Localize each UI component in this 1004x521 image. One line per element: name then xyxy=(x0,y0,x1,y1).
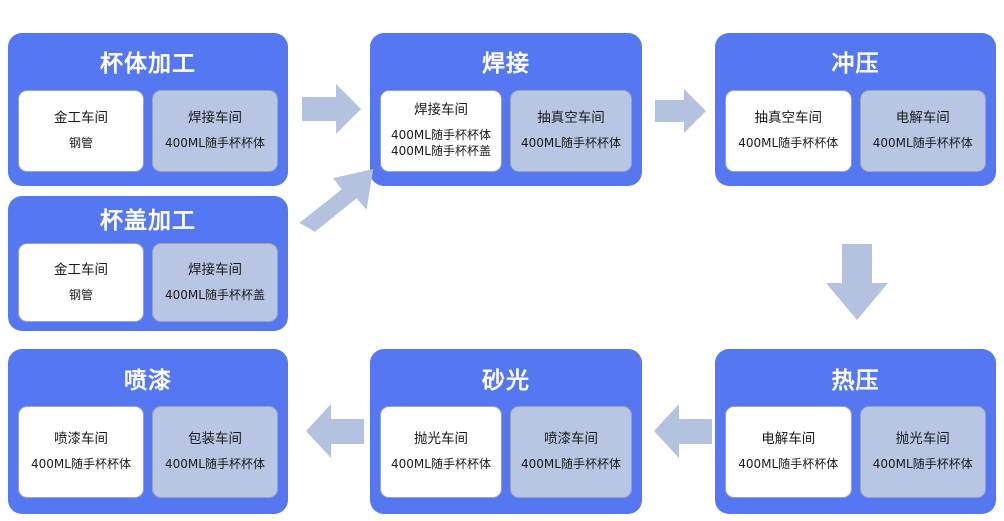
workshop-box[interactable]: 电解车间 400ML随手杯杯体 xyxy=(859,90,986,172)
workshop-item: 400ML随手杯杯体 xyxy=(31,457,131,472)
connector-arrow-up-right xyxy=(296,168,380,244)
workshop-box-list: 喷漆车间 400ML随手杯杯体 包装车间 400ML随手杯杯体 xyxy=(18,406,278,498)
workshop-box-list: 金工车间 钢管 焊接车间 400ML随手杯杯体 xyxy=(18,90,278,172)
workshop-box[interactable]: 抛光车间 400ML随手杯杯体 xyxy=(859,406,986,498)
stage-card-spray-painting[interactable]: 喷漆 喷漆车间 400ML随手杯杯体 包装车间 400ML随手杯杯体 xyxy=(8,349,288,514)
workshop-box[interactable]: 焊接车间 400ML随手杯杯盖 xyxy=(152,243,278,322)
stage-title: 杯盖加工 xyxy=(100,208,196,234)
workshop-item: 400ML随手杯杯盖 xyxy=(391,143,491,158)
workshop-item: 钢管 xyxy=(68,287,93,302)
arrow-right-icon xyxy=(302,84,361,134)
workshop-name: 抛光车间 xyxy=(895,431,950,448)
workshop-item: 400ML随手杯杯体 xyxy=(738,136,839,151)
connector-arrow-down xyxy=(825,244,889,322)
stage-title: 热压 xyxy=(831,368,880,394)
workshop-box[interactable]: 金工车间 钢管 xyxy=(18,243,144,322)
workshop-item: 400ML随手杯杯体 xyxy=(165,457,265,472)
workshop-items: 400ML随手杯杯体 xyxy=(165,457,265,473)
workshop-item: 400ML随手杯杯体 xyxy=(391,128,491,143)
workshop-items: 400ML随手杯杯体 xyxy=(738,457,838,473)
workshop-name: 金工车间 xyxy=(54,110,108,127)
stage-card-stamping[interactable]: 冲压 抽真空车间 400ML随手杯杯体 电解车间 400ML随手杯杯体 xyxy=(715,33,996,186)
workshop-name: 焊接车间 xyxy=(414,102,468,119)
workshop-box[interactable]: 抛光车间 400ML随手杯杯体 xyxy=(380,406,502,498)
workshop-items: 400ML随手杯杯体 xyxy=(873,136,973,152)
stage-title: 冲压 xyxy=(831,51,880,77)
workshop-name: 焊接车间 xyxy=(188,110,242,127)
workshop-box[interactable]: 电解车间 400ML随手杯杯体 xyxy=(725,406,852,498)
workshop-name: 金工车间 xyxy=(54,261,108,278)
workshop-items: 400ML随手杯杯体 xyxy=(738,136,838,152)
arrow-left-icon xyxy=(654,404,712,458)
workshop-name: 包装车间 xyxy=(188,431,242,448)
workshop-name: 电解车间 xyxy=(761,431,816,448)
arrow-left-icon xyxy=(306,404,364,458)
workshop-items: 400ML随手杯杯体 xyxy=(391,457,491,473)
workshop-items: 400ML随手杯杯体 xyxy=(31,457,131,473)
workshop-items: 400ML随手杯杯盖 xyxy=(165,288,265,304)
arrow-up-right-icon xyxy=(299,169,374,232)
workshop-box-list: 抛光车间 400ML随手杯杯体 喷漆车间 400ML随手杯杯体 xyxy=(380,406,632,498)
workshop-box[interactable]: 焊接车间 400ML随手杯杯体 xyxy=(152,90,278,172)
workshop-item: 400ML随手杯杯体 xyxy=(391,457,491,472)
workshop-items: 400ML随手杯杯体 xyxy=(165,136,265,152)
workshop-box-list: 抽真空车间 400ML随手杯杯体 电解车间 400ML随手杯杯体 xyxy=(725,90,986,172)
workshop-item: 400ML随手杯杯体 xyxy=(872,136,973,151)
workshop-name: 抽真空车间 xyxy=(537,110,605,127)
connector-arrow-left xyxy=(653,403,713,460)
workshop-items: 钢管 xyxy=(69,288,93,304)
workshop-name: 焊接车间 xyxy=(188,261,242,278)
workshop-box[interactable]: 抽真空车间 400ML随手杯杯体 xyxy=(725,90,852,172)
workshop-items: 400ML随手杯杯体 xyxy=(521,457,621,473)
stage-title: 砂光 xyxy=(482,368,530,394)
workshop-item: 400ML随手杯杯盖 xyxy=(165,287,265,302)
stage-card-sanding[interactable]: 砂光 抛光车间 400ML随手杯杯体 喷漆车间 400ML随手杯杯体 xyxy=(370,349,642,514)
workshop-box[interactable]: 喷漆车间 400ML随手杯杯体 xyxy=(18,406,144,498)
workshop-name: 抛光车间 xyxy=(414,431,468,448)
stage-card-cup-lid-processing[interactable]: 杯盖加工 金工车间 钢管 焊接车间 400ML随手杯杯盖 xyxy=(8,196,288,331)
workshop-name: 喷漆车间 xyxy=(54,431,108,448)
workshop-box[interactable]: 抽真空车间 400ML随手杯杯体 xyxy=(510,90,632,172)
workshop-item: 400ML随手杯杯体 xyxy=(738,457,839,472)
workshop-name: 抽真空车间 xyxy=(754,110,823,127)
stage-title: 喷漆 xyxy=(124,368,172,394)
workshop-box[interactable]: 焊接车间 400ML随手杯杯体 400ML随手杯杯盖 xyxy=(380,90,502,172)
workshop-items: 400ML随手杯杯体 xyxy=(521,136,621,152)
workshop-name: 喷漆车间 xyxy=(544,431,598,448)
workshop-items: 400ML随手杯杯体 xyxy=(873,457,973,473)
workshop-item: 400ML随手杯杯体 xyxy=(165,136,265,151)
workshop-box-list: 金工车间 钢管 焊接车间 400ML随手杯杯盖 xyxy=(18,243,278,322)
stage-card-hot-pressing[interactable]: 热压 电解车间 400ML随手杯杯体 抛光车间 400ML随手杯杯体 xyxy=(715,349,996,514)
workshop-item: 400ML随手杯杯体 xyxy=(521,136,621,151)
workshop-name: 电解车间 xyxy=(895,110,950,127)
workshop-box[interactable]: 喷漆车间 400ML随手杯杯体 xyxy=(510,406,632,498)
workshop-box[interactable]: 金工车间 钢管 xyxy=(18,90,144,172)
stage-title: 焊接 xyxy=(482,51,530,77)
arrow-down-icon xyxy=(826,244,888,320)
workshop-box-list: 电解车间 400ML随手杯杯体 抛光车间 400ML随手杯杯体 xyxy=(725,406,986,498)
workshop-items: 钢管 xyxy=(69,136,93,152)
stage-card-cup-body-processing[interactable]: 杯体加工 金工车间 钢管 焊接车间 400ML随手杯杯体 xyxy=(8,33,288,186)
connector-arrow-right xyxy=(302,83,362,135)
workshop-item: 钢管 xyxy=(68,136,93,151)
stage-title: 杯体加工 xyxy=(100,51,196,77)
arrow-right-icon xyxy=(655,89,706,133)
workshop-item: 400ML随手杯杯体 xyxy=(521,457,621,472)
workshop-item: 400ML随手杯杯体 xyxy=(872,457,973,472)
stage-card-welding[interactable]: 焊接 焊接车间 400ML随手杯杯体 400ML随手杯杯盖 抽真空车间 400M… xyxy=(370,33,642,186)
connector-arrow-left xyxy=(305,403,365,460)
workshop-box-list: 焊接车间 400ML随手杯杯体 400ML随手杯杯盖 抽真空车间 400ML随手… xyxy=(380,90,632,172)
workshop-box[interactable]: 包装车间 400ML随手杯杯体 xyxy=(152,406,278,498)
connector-arrow-right xyxy=(655,88,707,134)
workshop-items: 400ML随手杯杯体 400ML随手杯杯盖 xyxy=(391,128,491,159)
